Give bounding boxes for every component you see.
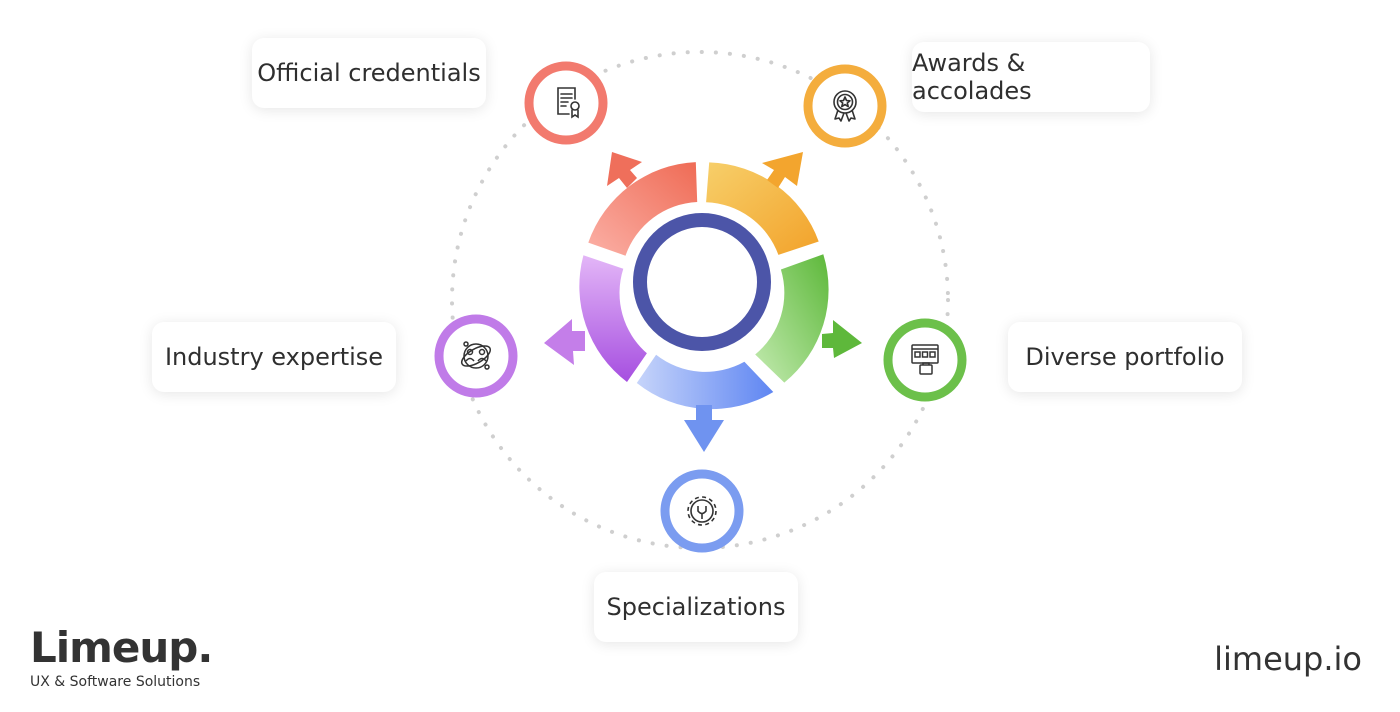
ring-segment-specializations [636, 354, 774, 410]
node-portfolio [883, 318, 967, 402]
ring-segment-industry [579, 255, 647, 382]
ring-segment-awards [706, 162, 819, 255]
label-awards-accolades: Awards & accolades [912, 42, 1150, 112]
network-people-icon [460, 341, 492, 370]
portfolio-icon [911, 344, 939, 375]
arrow-industry [544, 319, 585, 365]
node-industry [434, 314, 518, 398]
arrow-portfolio [822, 320, 862, 358]
brand-logo: Limeup. UX & Software Solutions [30, 623, 213, 691]
brand-tagline: UX & Software Solutions [30, 674, 201, 690]
gear-wrench-icon [687, 496, 717, 526]
ring-segment-portfolio [755, 254, 829, 383]
arrow-credentials [607, 152, 642, 188]
site-url[interactable]: limeup.io [1214, 640, 1362, 678]
brand-name: Limeup. [30, 623, 213, 672]
center-ring [633, 213, 771, 351]
node-awards [803, 64, 887, 148]
ring-segment-credentials [588, 162, 698, 256]
label-official-credentials: Official credentials [252, 38, 486, 108]
arrow-specializations [684, 405, 724, 452]
node-credentials [524, 61, 608, 145]
label-industry-expertise: Industry expertise [152, 322, 396, 392]
label-diverse-portfolio: Diverse portfolio [1008, 322, 1242, 392]
certificate-icon [557, 87, 580, 119]
dotted-orbit [450, 50, 950, 550]
label-specializations: Specializations [594, 572, 798, 642]
award-medal-icon [833, 90, 857, 122]
arrow-awards [762, 152, 803, 188]
node-specializations [660, 469, 744, 553]
